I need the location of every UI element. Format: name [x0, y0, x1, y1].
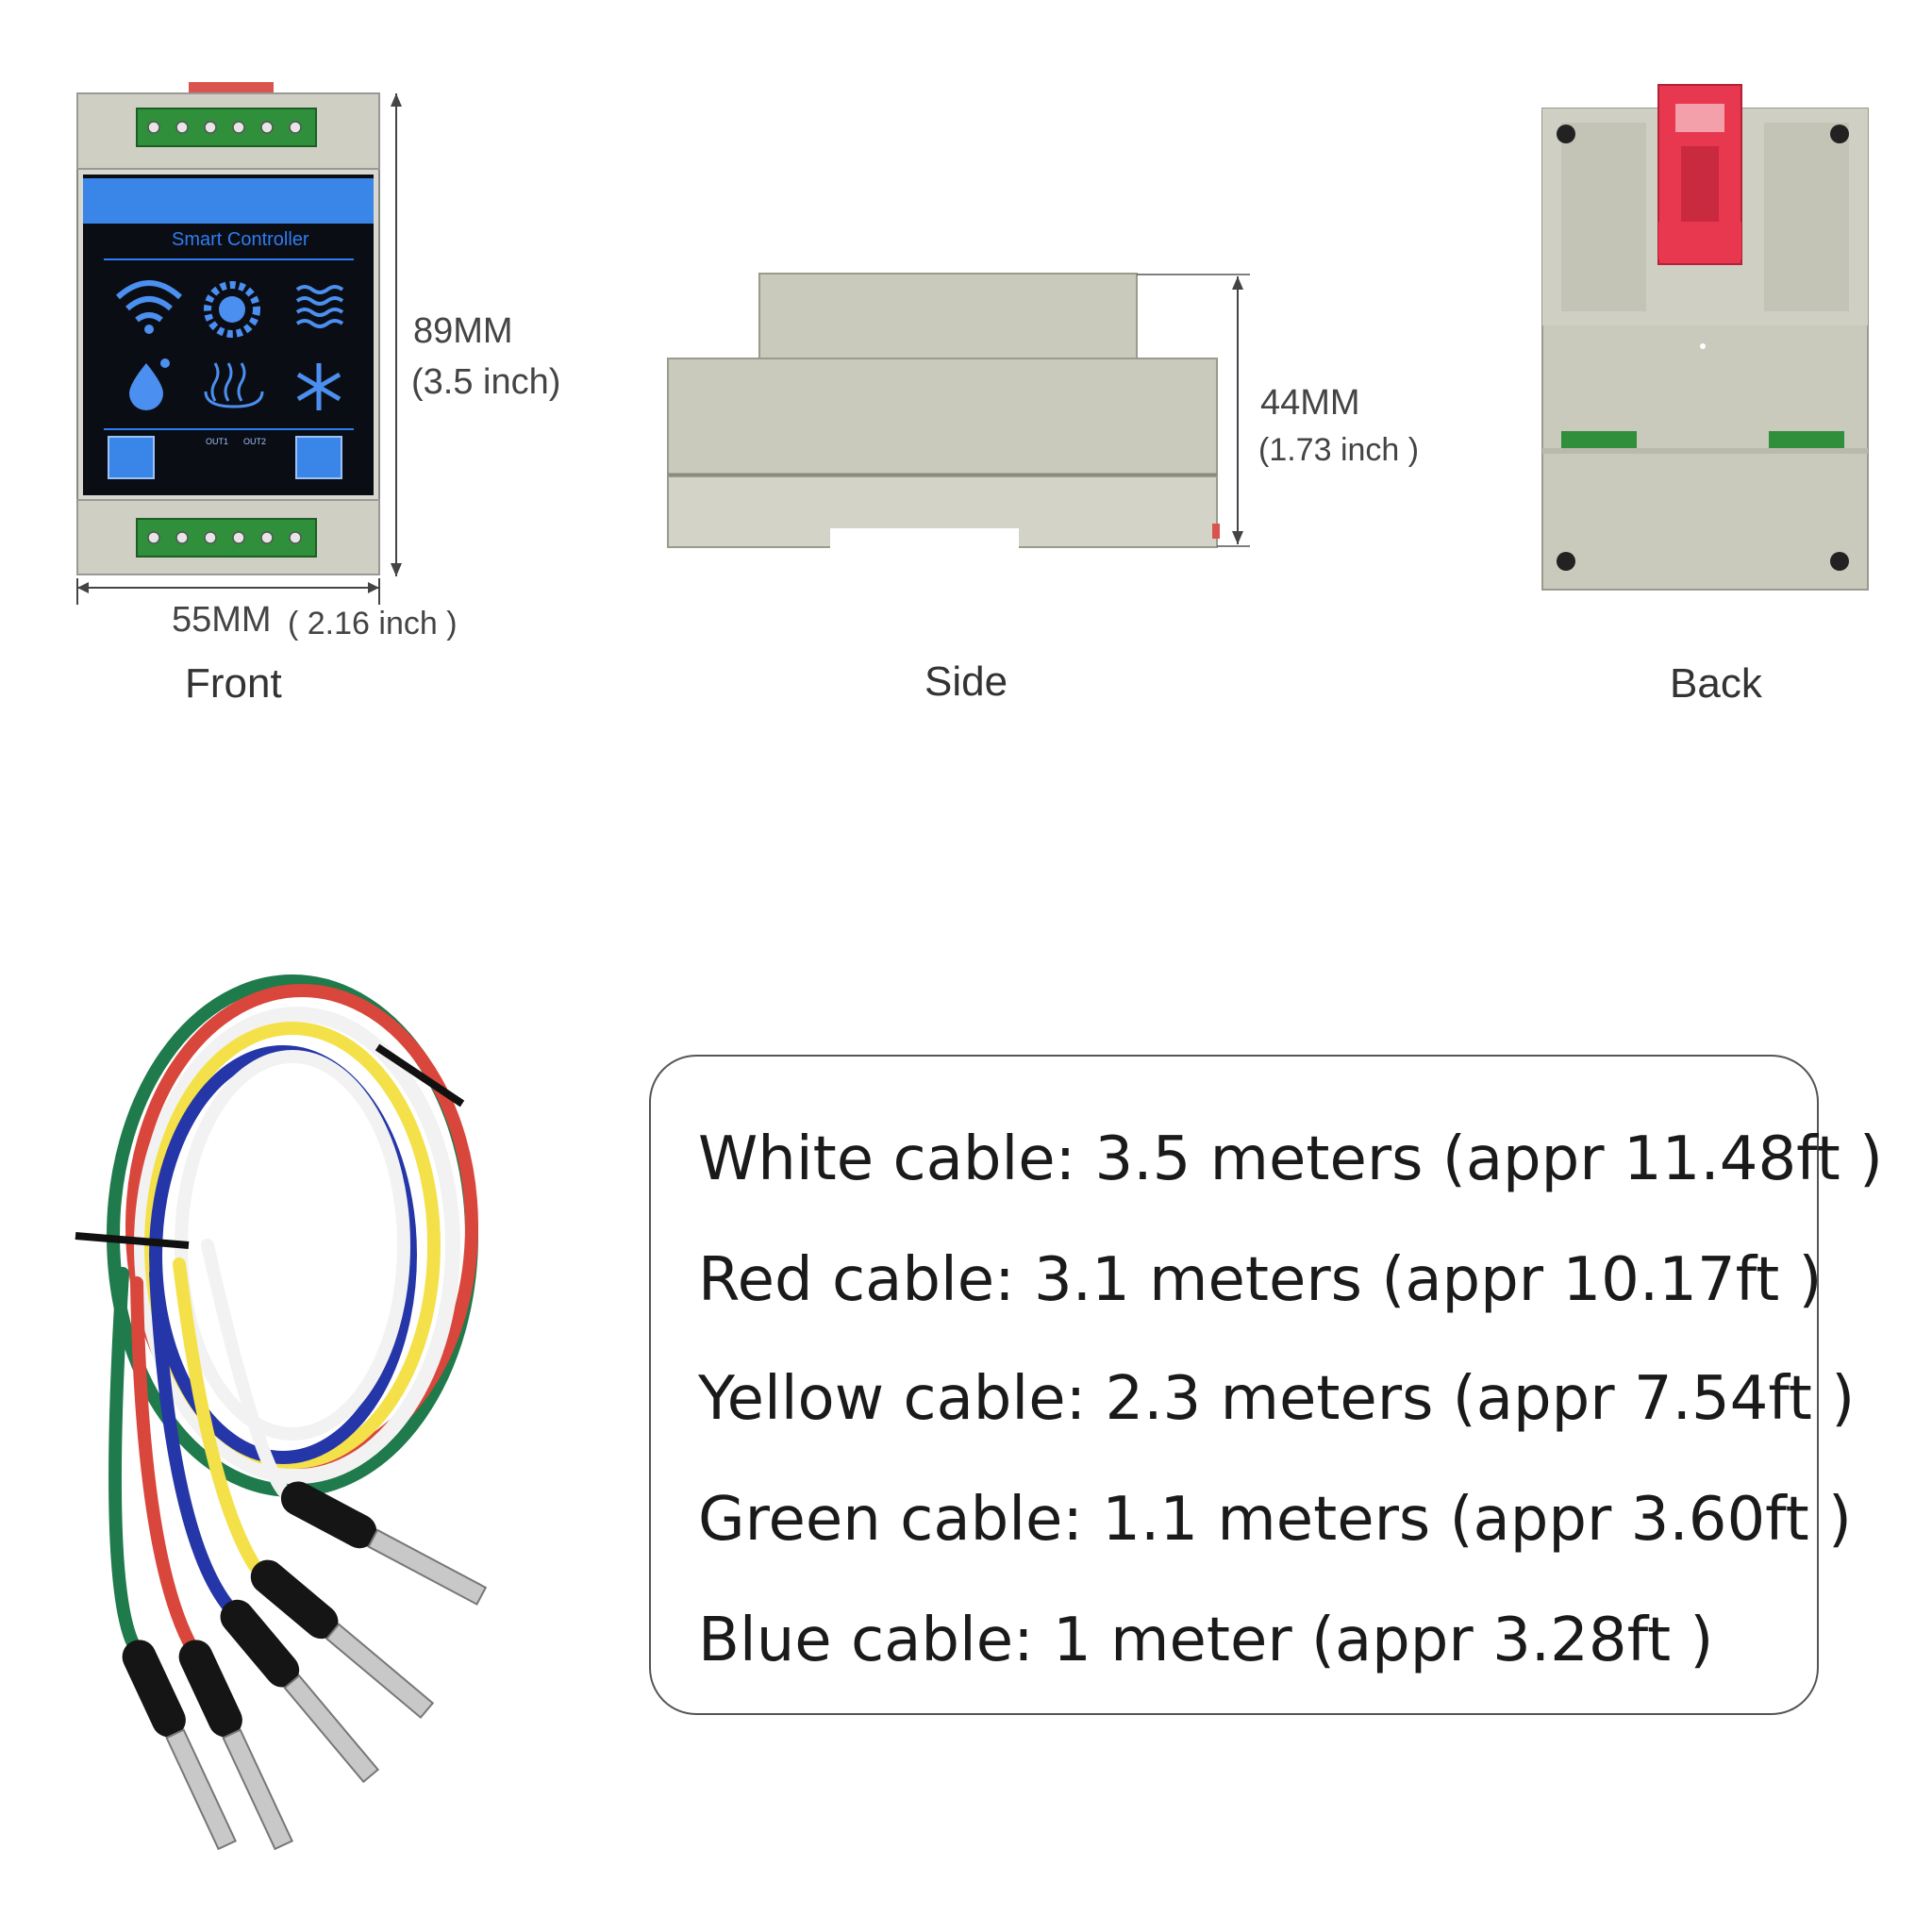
side-height-mm: 44MM [1260, 383, 1360, 423]
cable-spec-box: White cable: 3.5 meters (appr 11.48ft ) … [649, 1055, 1883, 1715]
front-height-dimension [387, 90, 406, 580]
blue-cable-spec: Blue cable: 1 meter (appr 3.28ft ) [698, 1606, 1714, 1675]
side-height-inch: (1.73 inch ) [1258, 432, 1420, 468]
back-view [1538, 80, 1877, 608]
front-device-illustration: OUT1 OUT2 [76, 82, 380, 605]
front-caption: Front [185, 660, 282, 707]
cable-bundle [66, 962, 557, 1858]
screen-title: Smart Controller [172, 229, 309, 250]
front-width-mm: 55MM [172, 600, 272, 640]
svg-text:OUT2: OUT2 [243, 437, 266, 446]
red-cable-spec: Red cable: 3.1 meters (appr 10.17ft ) [698, 1245, 1823, 1315]
svg-text:OUT1: OUT1 [206, 437, 228, 446]
green-cable-spec: Green cable: 1.1 meters (appr 3.60ft ) [698, 1485, 1852, 1555]
front-height-inch: (3.5 inch) [411, 362, 561, 402]
front-view: OUT1 OUT2 Smart Controller [66, 80, 406, 608]
side-device-illustration [667, 273, 1250, 549]
back-device-illustration [1541, 84, 1869, 591]
front-height-mm: 89MM [413, 311, 513, 351]
yellow-cable-spec: Yellow cable: 2.3 meters (appr 7.54ft ) [698, 1364, 1856, 1434]
side-view [660, 269, 1264, 571]
back-caption: Back [1670, 660, 1762, 707]
front-width-inch: ( 2.16 inch ) [288, 606, 458, 641]
side-caption: Side [924, 658, 1008, 705]
cable-bundle-illustration [75, 974, 488, 1851]
white-cable-spec: White cable: 3.5 meters (appr 11.48ft ) [698, 1124, 1883, 1194]
